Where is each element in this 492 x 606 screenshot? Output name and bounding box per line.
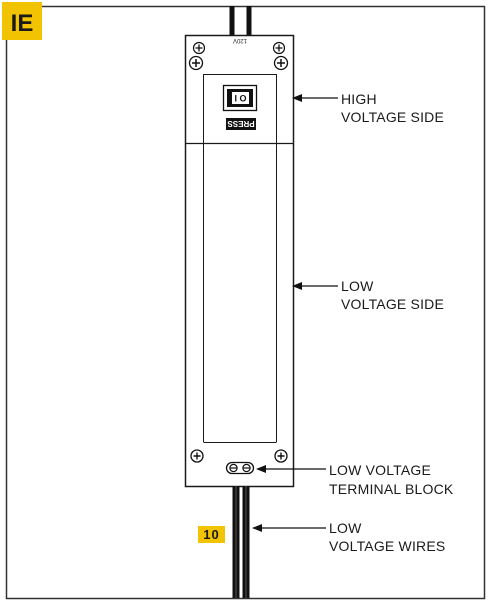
callout-line: VOLTAGE WIRES xyxy=(329,538,445,554)
step-badge: 10 xyxy=(198,526,225,543)
callout-line: VOLTAGE SIDE xyxy=(341,109,444,125)
reset-label: PRESS xyxy=(226,118,256,130)
callout-line: LOW xyxy=(341,278,374,294)
callout-line: LOW xyxy=(329,520,362,536)
callout-line: LOW VOLTAGE xyxy=(329,462,431,478)
callout-arrow-low-voltage xyxy=(292,282,338,290)
press-label: PRESS xyxy=(227,119,255,128)
callout-low-voltage: LOW VOLTAGE SIDE xyxy=(341,278,444,312)
low-voltage-wires xyxy=(232,486,250,598)
section-badge: IE xyxy=(2,2,42,40)
switch-glyph: I O xyxy=(234,94,246,104)
callout-line: VOLTAGE SIDE xyxy=(341,296,444,312)
callout-wires: LOW VOLTAGE WIRES xyxy=(329,520,445,554)
screw-icon xyxy=(192,41,206,55)
callout-arrow-high-voltage xyxy=(292,94,338,102)
section-badge-bg xyxy=(2,2,42,40)
callout-line: TERMINAL BLOCK xyxy=(329,481,454,497)
callout-high-voltage: HIGH VOLTAGE SIDE xyxy=(341,91,444,125)
diagram-frame xyxy=(5,5,486,600)
callout-arrow-terminal-block xyxy=(256,465,326,473)
step-badge-label: 10 xyxy=(203,527,219,542)
screw-icon xyxy=(274,449,288,463)
callout-terminal-block: LOW VOLTAGE TERMINAL BLOCK xyxy=(329,462,454,497)
power-cord xyxy=(229,6,252,36)
screw-icon xyxy=(272,41,286,55)
power-switch: I O xyxy=(222,84,258,112)
terminal-block xyxy=(225,461,255,475)
screw-icon xyxy=(273,55,289,71)
callout-line: HIGH xyxy=(341,91,377,107)
section-badge-label: IE xyxy=(11,10,34,37)
screw-icon xyxy=(188,55,204,71)
voltage-label: 120V xyxy=(233,37,247,43)
callout-arrow-wires xyxy=(252,524,326,532)
screw-icon xyxy=(190,449,204,463)
